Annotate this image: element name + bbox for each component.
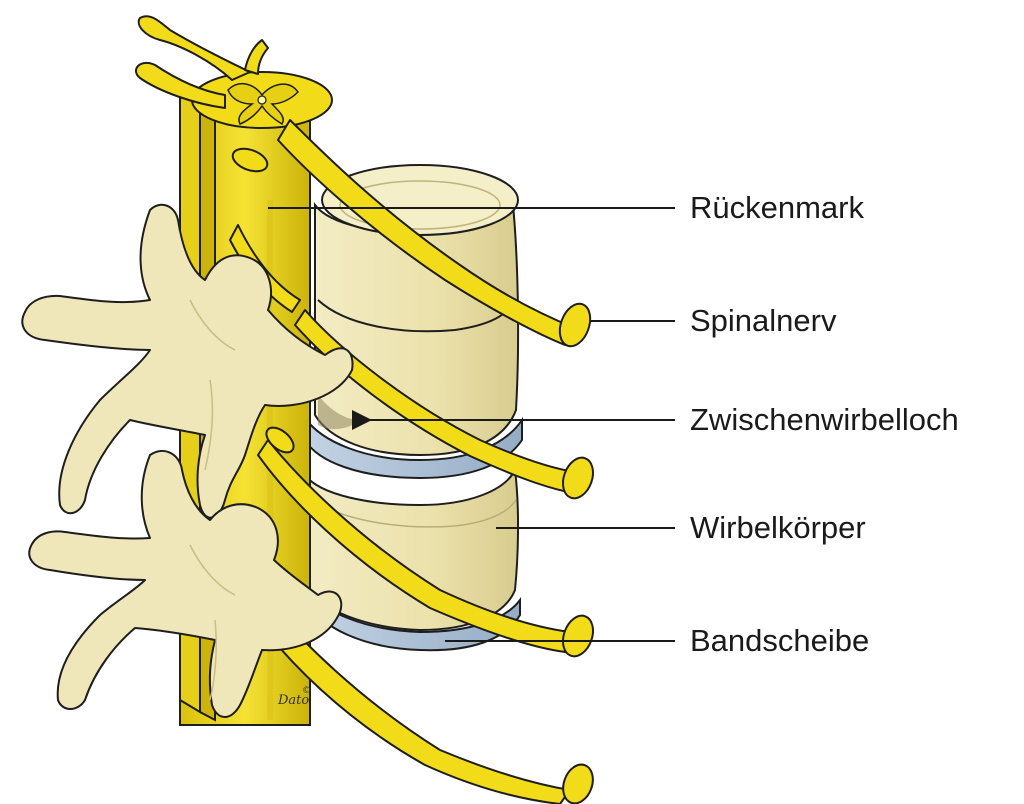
central-canal (258, 96, 266, 104)
nerve-stump-2 (558, 453, 599, 502)
label-zwischenwirbelloch: Zwischenwirbelloch (690, 404, 959, 435)
nerve-stump-3 (558, 611, 599, 660)
label-bandscheibe: Bandscheibe (690, 625, 869, 656)
copyright-mark: © (302, 686, 311, 696)
label-wirbelkoerper: Wirbelkörper (690, 512, 866, 543)
label-spinalnerv: Spinalnerv (690, 305, 836, 336)
label-rueckenmark: Rückenmark (690, 192, 864, 223)
